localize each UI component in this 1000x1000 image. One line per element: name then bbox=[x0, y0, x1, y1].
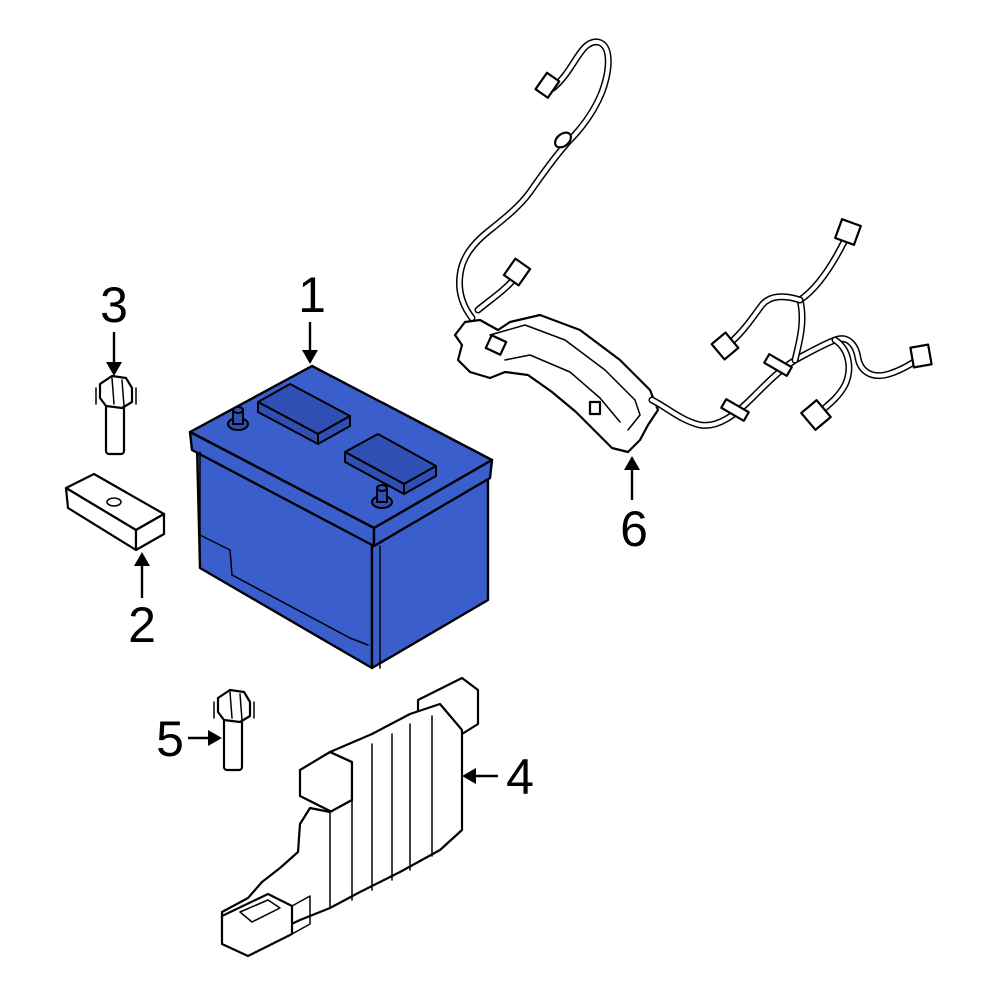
callout-4: 4 bbox=[462, 749, 534, 805]
callout-number: 6 bbox=[620, 501, 648, 557]
arrowhead bbox=[134, 552, 150, 566]
arrowhead bbox=[624, 456, 640, 470]
callout-number: 4 bbox=[506, 749, 534, 805]
callout-3: 3 bbox=[100, 277, 128, 376]
callout-5: 5 bbox=[156, 711, 222, 767]
arrowhead bbox=[106, 362, 122, 376]
arrowhead bbox=[208, 730, 222, 746]
bolt-icon[interactable] bbox=[95, 374, 137, 456]
callout-1: 1 bbox=[298, 267, 326, 364]
battery-tray-icon[interactable] bbox=[220, 676, 480, 958]
cable-harness-icon[interactable] bbox=[453, 38, 933, 454]
callout-number: 5 bbox=[156, 711, 184, 767]
arrowhead bbox=[462, 768, 476, 784]
callout-6: 6 bbox=[620, 456, 648, 557]
battery-icon[interactable] bbox=[188, 364, 494, 670]
callout-2: 2 bbox=[128, 552, 156, 653]
arrowhead bbox=[302, 350, 318, 364]
bolt-icon[interactable] bbox=[213, 688, 255, 772]
hold-down-clamp-icon[interactable] bbox=[64, 472, 166, 552]
callout-number: 3 bbox=[100, 277, 128, 333]
callout-number: 2 bbox=[128, 597, 156, 653]
callout-number: 1 bbox=[298, 267, 326, 323]
